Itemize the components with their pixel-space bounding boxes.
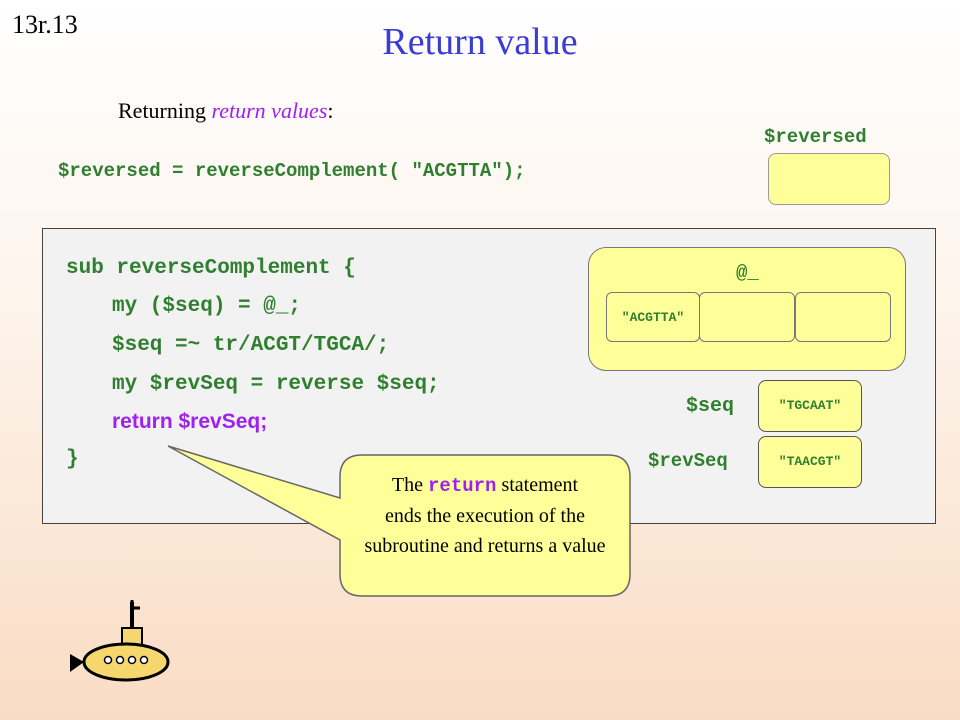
code-line-4: my $revSeq = reverse $seq; xyxy=(112,373,440,396)
call-statement: $reversed = reverseComplement( "ACGTTA")… xyxy=(58,160,526,182)
callout-rest: ends the execution of the subroutine and… xyxy=(364,505,606,557)
call-arg: "ACGTTA" xyxy=(411,160,503,182)
code-line-return: return $revSeq; xyxy=(112,410,268,433)
subtitle: Returning return values: xyxy=(118,98,334,124)
call-func: reverseComplement( xyxy=(194,160,412,182)
code-line-2: my ($seq) = @_; xyxy=(112,295,302,318)
seq-value: "TGCAAT" xyxy=(778,398,842,413)
subtitle-prefix: Returning xyxy=(118,98,212,123)
callout-line1-suffix: statement xyxy=(496,474,579,496)
subtitle-emphasis: return values xyxy=(211,98,328,123)
slide-number: 13r.13 xyxy=(12,10,78,39)
revseq-box: "TAACGT" xyxy=(758,436,862,488)
page-title: Return value xyxy=(382,21,578,63)
code-line-1: sub reverseComplement { xyxy=(66,257,356,280)
callout-prefix: The xyxy=(391,474,429,496)
args-cell-2 xyxy=(795,292,891,342)
callout-keyword: return xyxy=(428,475,497,497)
seq-label: $seq xyxy=(686,395,735,418)
callout-text: The return statement ends the execution … xyxy=(342,470,628,561)
reversed-label: $reversed xyxy=(764,126,867,148)
args-cell-0: "ACGTTA" xyxy=(606,292,700,342)
code-line-6: } xyxy=(66,448,79,471)
revseq-value: "TAACGT" xyxy=(778,454,842,469)
submarine-icon xyxy=(70,600,170,682)
reversed-box xyxy=(768,153,890,205)
call-lhs: $reversed = xyxy=(58,160,195,182)
call-end: ); xyxy=(502,160,526,182)
args-cell-1 xyxy=(699,292,795,342)
subtitle-suffix: : xyxy=(327,98,334,123)
args-array-label: @_ xyxy=(736,262,759,284)
args-cell-0-value: "ACGTTA" xyxy=(621,310,685,325)
seq-box: "TGCAAT" xyxy=(758,380,862,432)
code-line-3: $seq =~ tr/ACGT/TGCA/; xyxy=(112,334,390,357)
revseq-label: $revSeq xyxy=(648,450,728,472)
